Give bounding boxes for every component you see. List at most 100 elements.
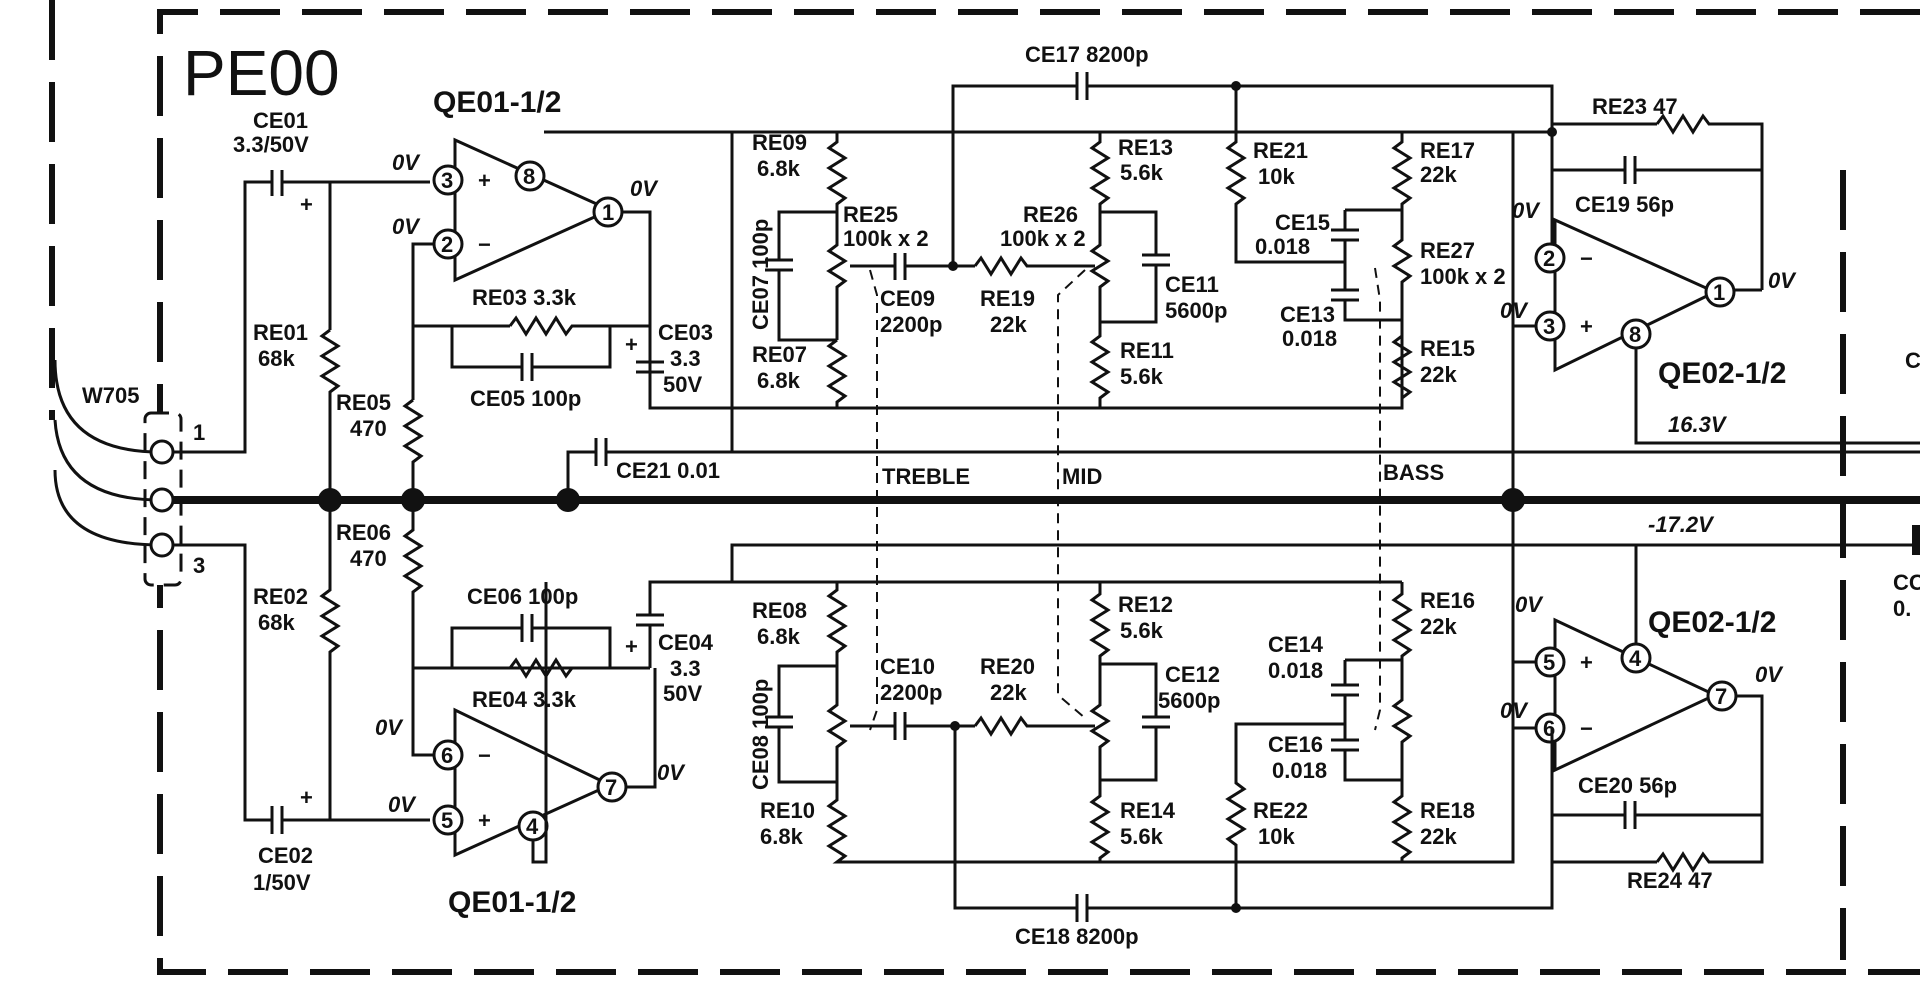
ce14-value: 0.018 bbox=[1268, 658, 1323, 683]
re24-resistor bbox=[1655, 815, 1764, 873]
ce12-capacitor bbox=[1142, 715, 1170, 729]
qe01-top-0v-out: 0V bbox=[630, 176, 659, 201]
ce10-capacitor bbox=[893, 712, 907, 740]
wire bbox=[531, 582, 548, 864]
wire bbox=[777, 210, 837, 260]
wire bbox=[1635, 694, 1764, 817]
re16-label: RE16 bbox=[1420, 588, 1475, 613]
re18-label: RE18 bbox=[1420, 798, 1475, 823]
re18-resistor bbox=[1391, 780, 1413, 862]
qe01-top-pin-plus-num: 3 bbox=[441, 168, 453, 193]
ce20-capacitor bbox=[1623, 801, 1637, 829]
qe02-top-pin-plus-num: 3 bbox=[1543, 314, 1555, 339]
qe02-bot-minus-sign: − bbox=[1580, 716, 1593, 741]
re10-value: 6.8k bbox=[760, 824, 804, 849]
edge-component bbox=[1912, 525, 1920, 555]
re08-label: RE08 bbox=[752, 598, 807, 623]
re16-resistor bbox=[1391, 582, 1413, 660]
re15-resistor bbox=[1391, 320, 1413, 408]
connector-terminal-1 bbox=[149, 439, 175, 465]
qe01-bot-0v-plus: 0V bbox=[388, 792, 417, 817]
edge-fragment-top: C bbox=[1905, 348, 1920, 373]
wire bbox=[1511, 130, 1552, 500]
ce02-value: 1/50V bbox=[253, 870, 311, 895]
qe01-bot-pin-plus bbox=[432, 804, 464, 836]
wire bbox=[1087, 84, 1554, 132]
ce14-label: CE14 bbox=[1268, 632, 1324, 657]
ce17-label: CE17 8200p bbox=[1025, 42, 1149, 67]
ce21-capacitor bbox=[594, 438, 608, 466]
re25-label: RE25 bbox=[843, 202, 898, 227]
re12-value: 5.6k bbox=[1120, 618, 1164, 643]
qe01-top-name: QE01-1/2 bbox=[433, 86, 561, 119]
wire bbox=[1343, 300, 1402, 322]
ce07-label: CE07 100p bbox=[748, 219, 773, 330]
ce03-label: CE03 bbox=[658, 320, 713, 345]
qe01-bot-pin-power-num: 4 bbox=[526, 814, 539, 839]
re17-resistor bbox=[1391, 132, 1413, 210]
re27-pot bbox=[1391, 210, 1413, 320]
qe01-bot-plus-sign: + bbox=[478, 808, 491, 833]
re21-value: 10k bbox=[1258, 164, 1295, 189]
wire bbox=[1550, 815, 1657, 864]
ce19-capacitor bbox=[1623, 156, 1637, 184]
ce05-capacitor bbox=[520, 353, 534, 381]
re15-value: 22k bbox=[1420, 362, 1457, 387]
qe02-bot-pin-out-num: 7 bbox=[1715, 684, 1727, 709]
re07-label: RE07 bbox=[752, 342, 807, 367]
node-dot bbox=[1231, 903, 1241, 913]
re14-label: RE14 bbox=[1120, 798, 1176, 823]
ce03-capacitor bbox=[636, 360, 664, 374]
ce02-capacitor bbox=[270, 806, 284, 834]
ce09-value: 2200p bbox=[880, 312, 942, 337]
wire bbox=[450, 326, 522, 369]
ce13-capacitor bbox=[1331, 288, 1359, 302]
wire bbox=[1100, 210, 1158, 255]
qe02-bot-pin-power-num: 4 bbox=[1629, 646, 1642, 671]
ce21-label: CE21 0.01 bbox=[616, 458, 720, 483]
re14-value: 5.6k bbox=[1120, 824, 1164, 849]
ce15-value: 0.018 bbox=[1255, 234, 1310, 259]
ce11-label: CE11 bbox=[1165, 272, 1219, 297]
qe01-bot-0v-minus: 0V bbox=[375, 715, 404, 740]
re26-pot bbox=[1089, 212, 1111, 322]
wire bbox=[1343, 658, 1402, 685]
qe01-bot-name: QE01-1/2 bbox=[448, 886, 576, 919]
qe02-top-pin-power-num: 8 bbox=[1629, 322, 1641, 347]
re04-resistor bbox=[508, 657, 574, 679]
qe01-top-0v-minus: 0V bbox=[392, 214, 421, 239]
wire bbox=[777, 270, 837, 342]
re19-resistor bbox=[973, 255, 1095, 277]
re25-value: 100k x 2 bbox=[843, 226, 929, 251]
re10-resistor bbox=[826, 782, 1402, 864]
re23-resistor bbox=[1655, 113, 1764, 290]
ce17-capacitor bbox=[1075, 72, 1089, 100]
re11-resistor bbox=[1089, 322, 1111, 408]
re22-label: RE22 bbox=[1253, 798, 1308, 823]
qe01-bot-minus-sign: − bbox=[478, 743, 491, 768]
ce18-capacitor bbox=[1075, 894, 1089, 922]
re03-label: RE03 3.3k bbox=[472, 285, 577, 310]
qe01-top-pin-minus-num: 2 bbox=[441, 232, 453, 257]
ce02-label: CE02 bbox=[258, 843, 313, 868]
qe02-top-plus-sign: + bbox=[1580, 314, 1593, 339]
wire bbox=[622, 210, 1404, 410]
ce14-capacitor bbox=[1331, 683, 1359, 697]
wire bbox=[1634, 348, 1920, 445]
qe02-bot-plus-sign: + bbox=[1580, 650, 1593, 675]
wire bbox=[1100, 265, 1158, 324]
ce03-polarity: + bbox=[625, 332, 638, 357]
wire bbox=[1100, 727, 1158, 782]
ce13-label: CE13 bbox=[1280, 302, 1335, 327]
wire bbox=[777, 664, 837, 717]
re02-resistor bbox=[319, 500, 341, 820]
re09-value: 6.8k bbox=[757, 156, 801, 181]
wire bbox=[532, 626, 612, 668]
wire bbox=[411, 668, 434, 757]
qe02-top-pin-minus-num: 2 bbox=[1543, 246, 1555, 271]
re13-resistor bbox=[1089, 132, 1111, 212]
re25-pot bbox=[826, 212, 848, 340]
re05-value: 470 bbox=[350, 416, 387, 441]
qe02-top-minus-sign: − bbox=[1580, 246, 1593, 271]
wire bbox=[1100, 662, 1158, 717]
